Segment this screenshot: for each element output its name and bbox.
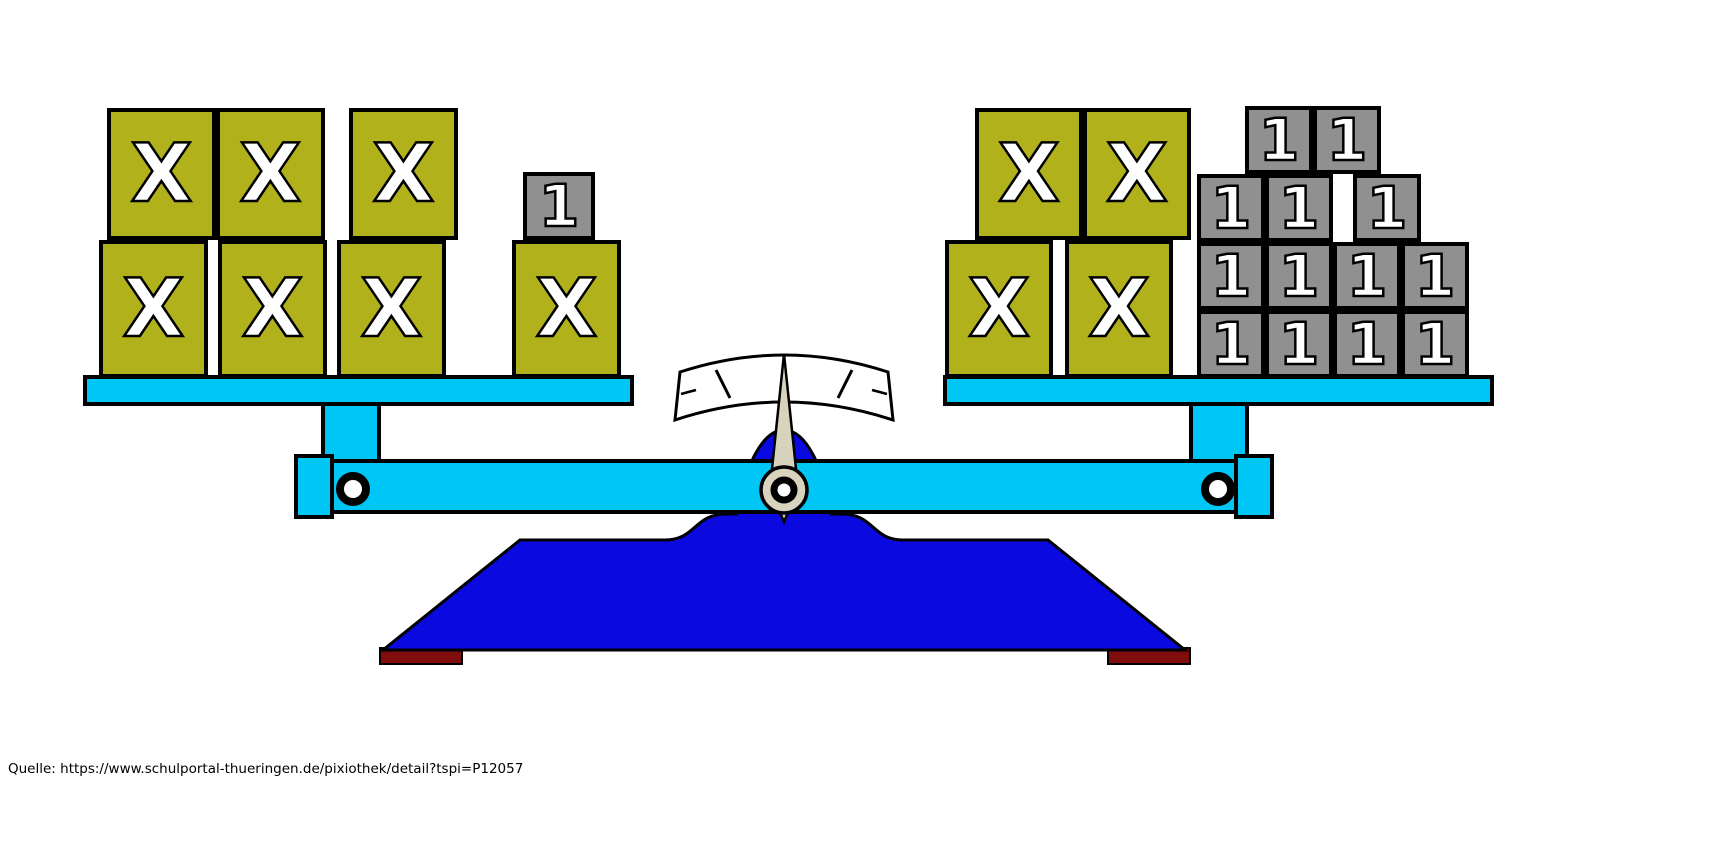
block-label: 1 <box>1366 174 1409 242</box>
beam-bolt-left <box>336 472 370 506</box>
x-block: X <box>1083 108 1191 240</box>
gauge-tick-right <box>836 369 854 399</box>
one-block: 1 <box>1333 310 1401 378</box>
one-block: 1 <box>1197 174 1265 242</box>
gauge-tick-right-minor <box>871 388 888 396</box>
x-block: X <box>216 108 325 240</box>
x-block: X <box>1065 240 1173 378</box>
block-label: X <box>238 127 302 220</box>
beam-cap-left <box>294 454 334 519</box>
beam-cap-right <box>1234 454 1274 519</box>
block-label: X <box>121 262 185 355</box>
pan-right <box>943 375 1494 406</box>
block-label: 1 <box>1414 242 1457 310</box>
one-block: 1 <box>1401 310 1469 378</box>
x-block: X <box>337 240 446 378</box>
block-label: X <box>129 127 193 220</box>
pan-left <box>83 375 634 406</box>
block-label: X <box>534 262 598 355</box>
block-label: 1 <box>1210 174 1253 242</box>
block-label: X <box>371 127 435 220</box>
block-label: X <box>240 262 304 355</box>
beam-bolt-right <box>1201 472 1235 506</box>
one-block: 1 <box>1353 174 1421 242</box>
source-caption: Quelle: https://www.schulportal-thuering… <box>8 761 524 777</box>
x-block: X <box>107 108 216 240</box>
block-label: 1 <box>1210 310 1253 378</box>
block-label: X <box>359 262 423 355</box>
one-block: 1 <box>1333 242 1401 310</box>
block-label: 1 <box>1346 242 1389 310</box>
block-label: 1 <box>1346 310 1389 378</box>
x-block: X <box>99 240 208 378</box>
x-block: X <box>945 240 1053 378</box>
block-label: 1 <box>1278 174 1321 242</box>
one-block: 1 <box>1313 106 1381 174</box>
x-block: X <box>975 108 1083 240</box>
block-label: X <box>997 127 1061 220</box>
x-block: X <box>512 240 621 378</box>
block-label: 1 <box>1326 106 1369 174</box>
block-label: 1 <box>1210 242 1253 310</box>
block-label: 1 <box>1258 106 1301 174</box>
one-block: 1 <box>1401 242 1469 310</box>
block-label: 1 <box>1414 310 1457 378</box>
one-block: 1 <box>1265 310 1333 378</box>
gauge-tick-left <box>714 369 732 399</box>
one-block: 1 <box>1265 174 1333 242</box>
one-block: 1 <box>1197 310 1265 378</box>
block-label: X <box>967 262 1031 355</box>
one-block: 1 <box>1197 242 1265 310</box>
block-label: 1 <box>1278 310 1321 378</box>
one-block: 1 <box>1265 242 1333 310</box>
x-block: X <box>218 240 327 378</box>
block-label: X <box>1105 127 1169 220</box>
pivot-hole <box>770 476 798 504</box>
one-block: 1 <box>1245 106 1313 174</box>
block-label: 1 <box>538 172 581 240</box>
gauge-tick-left-minor <box>680 388 697 396</box>
x-block: X <box>349 108 458 240</box>
block-label: X <box>1087 262 1151 355</box>
block-label: 1 <box>1278 242 1321 310</box>
one-block: 1 <box>523 172 595 240</box>
